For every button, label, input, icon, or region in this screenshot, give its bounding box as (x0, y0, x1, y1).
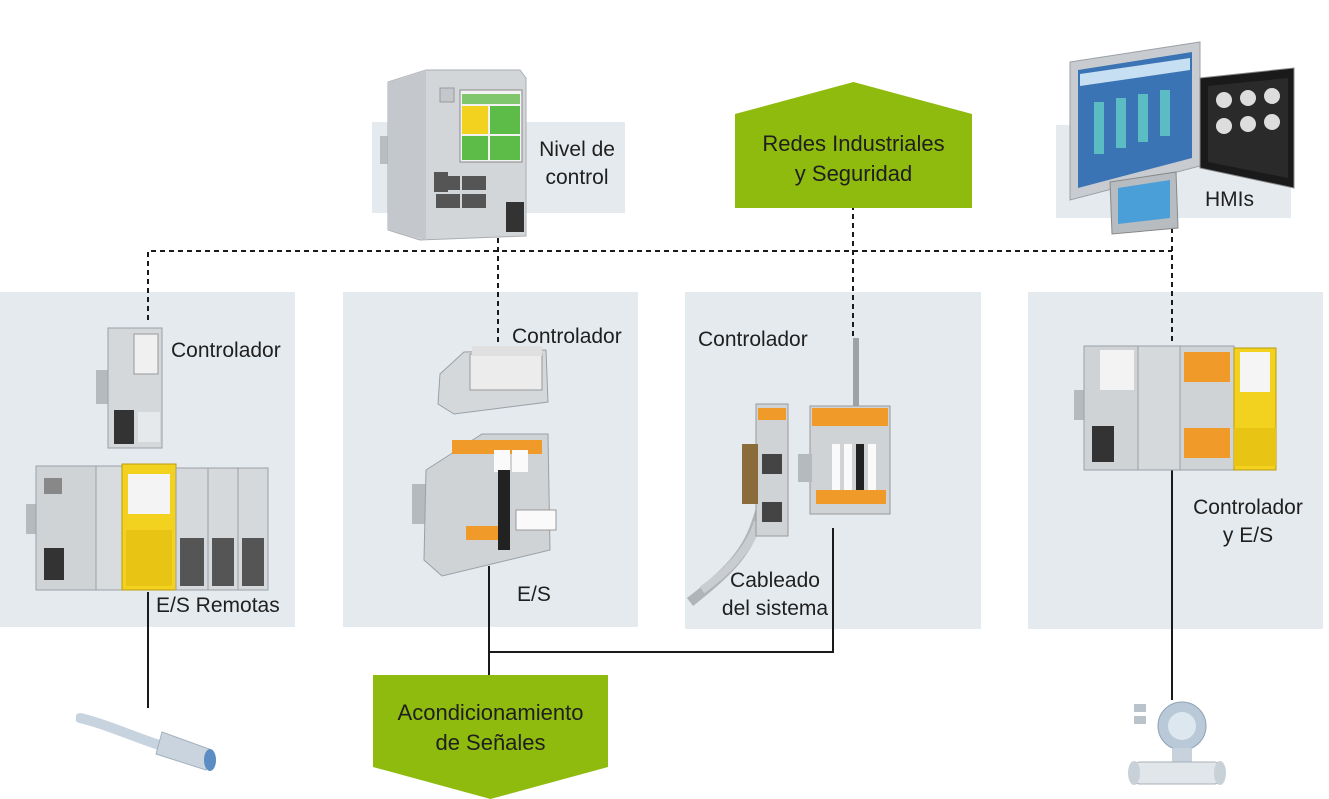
redes-badge-shape (735, 82, 972, 208)
acondicionamiento-badge-line-1: Acondicionamiento (397, 700, 584, 725)
es-label: E/S (517, 583, 551, 606)
rfc-controller-icon (380, 69, 527, 241)
acondicionamiento-badge: Acondicionamiento de Señales (373, 698, 608, 758)
nivel-control-line-1: Nivel de (539, 138, 615, 161)
remote-io-rack-icon (26, 463, 269, 591)
controlador-es-line-2: y E/S (1222, 524, 1274, 547)
controlador-es-label: Controlador y E/S (1185, 494, 1311, 550)
signal-modules-icon (412, 433, 557, 577)
redes-badge-line-2: y Seguridad (794, 161, 913, 186)
controlador-label-3: Controlador (698, 328, 808, 351)
hmi-panels-icon (1069, 41, 1295, 235)
cableado-line-2: del sistema (721, 597, 829, 620)
redes-badge: Redes Industriales y Seguridad (735, 129, 972, 189)
proximity-sensor-icon (76, 713, 216, 771)
network-bus-line (147, 250, 1172, 320)
plc-logic-icon (437, 346, 549, 415)
acondicionamiento-badge-line-2: de Señales (435, 730, 546, 755)
cableado-label: Cableado del sistema (712, 567, 838, 623)
remote-controller-icon (96, 327, 163, 449)
es-remotas-label: E/S Remotas (156, 594, 280, 617)
controlador-label-1: Controlador (171, 339, 281, 362)
redes-badge-line-1: Redes Industriales (762, 131, 945, 156)
hmis-label: HMIs (1205, 188, 1254, 211)
cabling-line (489, 528, 834, 653)
controlador-es-line-1: Controlador (1193, 496, 1303, 519)
controlador-label-2: Controlador (512, 325, 622, 348)
nivel-control-line-2: control (545, 166, 609, 189)
flowmeter-icon (1128, 701, 1226, 785)
nivel-control-label: Nivel de control (530, 136, 624, 192)
system-cabling-icon (686, 338, 891, 606)
cableado-line-1: Cableado (730, 569, 820, 592)
acondicionamiento-badge-shape (373, 675, 608, 799)
controller-io-icon (1074, 345, 1277, 471)
